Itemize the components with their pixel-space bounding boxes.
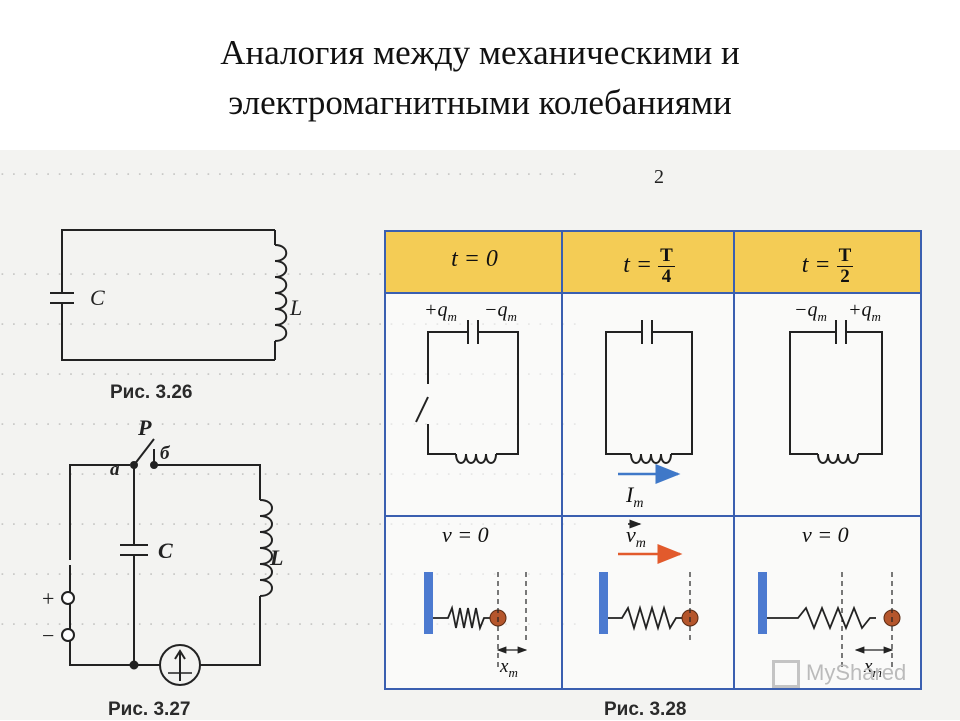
charge-minus-t-half: −qm [794, 299, 827, 324]
header-t0: t = 0 [451, 246, 498, 272]
charge-plus-t0: +qm [424, 299, 457, 324]
velocity-zero-t0: v = 0 [442, 522, 489, 547]
watermark-text: MyShared [806, 660, 907, 685]
wall-t-half [758, 572, 767, 634]
fig27-terminal-plus: + [42, 586, 54, 611]
displacement-t-half: xm [863, 656, 882, 680]
title-line-2: электромагнитными колебаниями [228, 83, 732, 122]
fig26-label-c: C [90, 285, 105, 310]
fig27-caption: Рис. 3.27 [108, 699, 191, 720]
velocity-zero-t-half: v = 0 [802, 522, 849, 547]
circuit-t-quarter [605, 320, 693, 464]
row-divider [386, 515, 920, 517]
fig27-label-l: L [269, 545, 283, 570]
figure-3-27-circuit-with-switch: P а б C L + − [42, 415, 283, 686]
watermark-icon [772, 660, 800, 689]
page-mark: 2 [654, 166, 664, 188]
header-t-half: t = T 2 [735, 246, 920, 287]
spring-t-quarter [608, 604, 682, 632]
header-cell-t-quarter: t = T 4 [563, 232, 735, 292]
fraction-numerator: T [836, 245, 854, 267]
fig26-label-l: L [289, 295, 302, 320]
column-divider [733, 232, 735, 688]
charge-plus-t-half: +qm [848, 299, 881, 324]
displacement-t0: xm [499, 656, 518, 680]
fig26-caption: Рис. 3.26 [110, 382, 193, 403]
fraction-denominator: 2 [840, 266, 850, 287]
circuit-t-half [789, 320, 883, 464]
charge-minus-t0: −qm [484, 299, 517, 324]
fig27-label-p: P [137, 415, 152, 440]
fig28-caption: Рис. 3.28 [604, 699, 687, 720]
wall-t0 [424, 572, 433, 634]
header-t-quarter: t = T 4 [563, 246, 735, 287]
header-t-half-prefix: t = [801, 252, 831, 279]
fraction-numerator: T [658, 245, 675, 267]
fraction-t-over-4: T 4 [658, 246, 675, 287]
header-cell-t0: t = 0 [386, 232, 563, 292]
title-line-1: Аналогия между механическими и [220, 33, 740, 72]
figure-3-28-table: t = 0 t = T 4 t = T 2 [384, 230, 922, 690]
circuit-t0 [415, 320, 519, 464]
figure-3-26-lc-circuit: C L [50, 229, 302, 361]
fig27-label-c: C [158, 538, 173, 563]
row-divider [386, 292, 920, 294]
fraction-t-over-2: T 2 [836, 245, 854, 287]
fig27-label-a: а [110, 459, 120, 480]
slide-title: Аналогия между механическими и электрома… [0, 28, 960, 128]
wall-t-quarter [599, 572, 608, 634]
fig27-label-b: б [160, 443, 171, 464]
fig27-terminal-minus: − [42, 623, 54, 648]
velocity-max-label: vm [626, 522, 646, 551]
column-divider [561, 232, 563, 688]
header-cell-t-half: t = T 2 [735, 232, 920, 292]
spring-t0 [433, 604, 490, 632]
table-drawings: +qm −qm −qm +qm Im v = 0 vm v = 0 xm xm [415, 299, 901, 680]
spring-t-half [767, 605, 876, 631]
header-t-quarter-prefix: t = [623, 252, 653, 279]
current-label: Im [625, 482, 643, 511]
fraction-denominator: 4 [661, 266, 672, 287]
watermark-logo: MyShared [772, 660, 907, 689]
